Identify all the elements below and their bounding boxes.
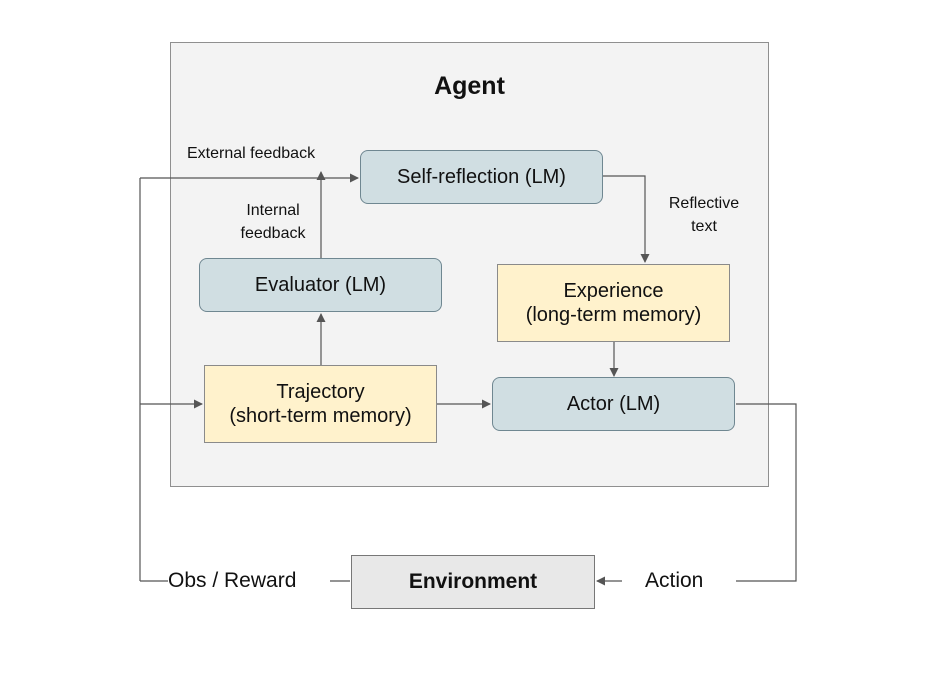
trajectory-title: Trajectory — [276, 381, 365, 403]
experience-subtitle: (long-term memory) — [525, 304, 702, 326]
reflective-text-arrow — [603, 175, 650, 263]
self-reflection-node: Self-reflection (LM) — [360, 150, 603, 204]
environment-label: Environment — [408, 570, 538, 593]
evaluator-node: Evaluator (LM) — [199, 258, 442, 312]
agent-title: Agent — [434, 72, 505, 100]
external-feedback-label: External feedback — [187, 145, 316, 162]
actor-node: Actor (LM) — [492, 377, 735, 431]
actor-label: Actor (LM) — [566, 393, 661, 415]
reflective-text-label: Reflective text — [656, 192, 752, 238]
reflective-text-line2: text — [691, 218, 717, 235]
reflective-text-line1: Reflective — [668, 195, 740, 212]
action-label: Action — [645, 569, 704, 592]
internal-feedback-line1: Internal — [246, 202, 300, 219]
evaluator-label: Evaluator (LM) — [254, 274, 387, 296]
experience-node: Experience (long-term memory) — [497, 264, 730, 342]
action-rail-line — [736, 403, 797, 582]
environment-node: Environment — [351, 555, 595, 609]
experience-title: Experience — [563, 280, 664, 302]
internal-feedback-line2: feedback — [240, 225, 306, 242]
internal-feedback-label: Internal feedback — [228, 199, 318, 245]
self-reflection-label: Self-reflection (LM) — [397, 166, 566, 188]
obs-reward-label: Obs / Reward — [168, 569, 297, 592]
trajectory-subtitle: (short-term memory) — [229, 405, 412, 427]
trajectory-node: Trajectory (short-term memory) — [204, 365, 437, 443]
